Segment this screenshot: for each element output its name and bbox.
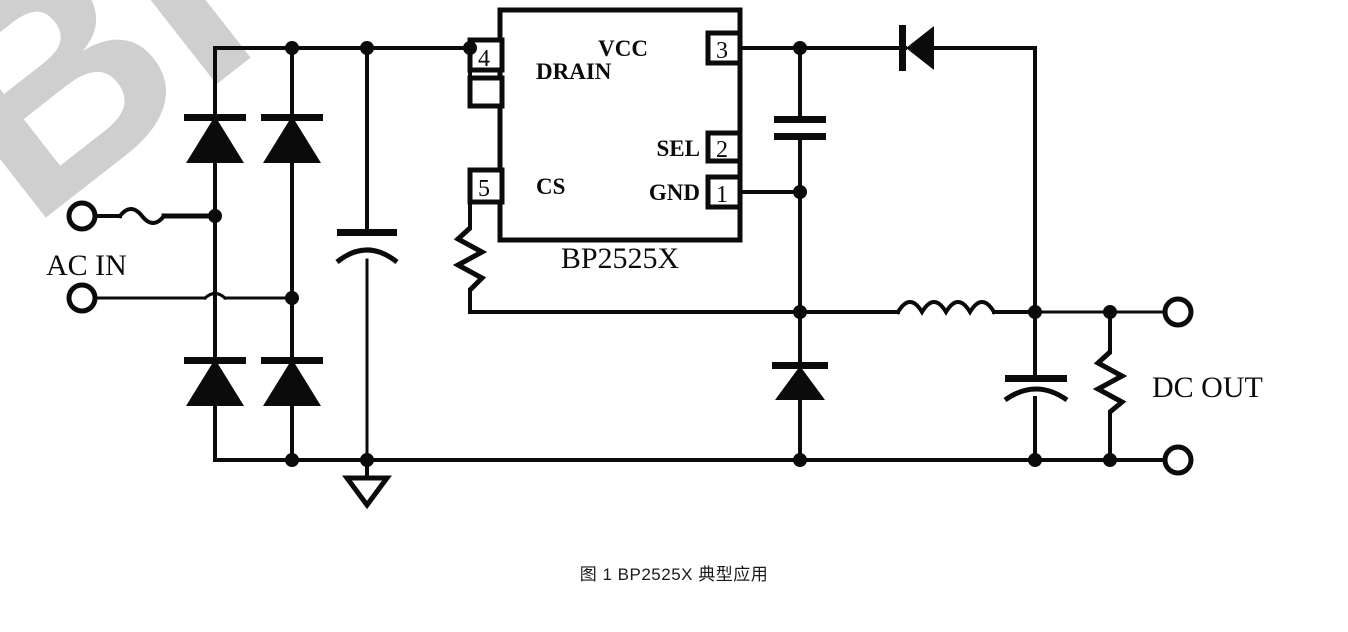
- pin-number-4: 4: [478, 46, 490, 72]
- ic-body: [497, 7, 743, 243]
- terminal-ac-l: [66, 200, 98, 232]
- junction-top-cin: [360, 41, 374, 55]
- diode-d2: [261, 114, 323, 163]
- junction-switch-node: [793, 305, 807, 319]
- pin-2-tab: [705, 130, 743, 164]
- junction-load-top: [1103, 305, 1117, 319]
- pin-number-3: 3: [716, 38, 728, 64]
- diode-d4: [261, 357, 323, 406]
- pin-1-tab: [705, 174, 743, 210]
- junction-vcc: [793, 41, 807, 55]
- inductor-coils: [895, 300, 997, 316]
- junction-out-node: [1028, 305, 1042, 319]
- pin-number-2: 2: [716, 137, 728, 163]
- diode-freewheel: [772, 362, 828, 400]
- junction-top-drain: [463, 41, 477, 55]
- ic-part-number: BP2525X: [561, 242, 680, 275]
- resistor-rload: [1092, 350, 1128, 414]
- junction-out-return: [1028, 453, 1042, 467]
- ac-input-terminals: [66, 200, 98, 314]
- terminal-dc-minus: [1162, 444, 1194, 476]
- junction-gnd-pin: [793, 185, 807, 199]
- pin-label-vcc: VCC: [598, 36, 648, 61]
- bridge-rectifier: [184, 114, 323, 406]
- pin-label-drain: DRAIN: [536, 59, 612, 84]
- junction-load-bottom: [1103, 453, 1117, 467]
- figure-caption: 图 1 BP2525X 典型应用: [579, 565, 769, 584]
- diode-output-rectifier: [899, 25, 934, 71]
- junction-bot-gnd: [360, 453, 374, 467]
- ic-pins: [467, 30, 743, 210]
- diode-d1: [184, 114, 246, 163]
- terminal-dc-plus: [1162, 296, 1194, 328]
- pin-number-1: 1: [716, 182, 728, 208]
- pin-label-gnd: GND: [649, 180, 700, 205]
- ground-symbol: [342, 475, 392, 510]
- junction-dots: [208, 41, 1117, 467]
- capacitor-cvcc: [774, 116, 826, 140]
- pin-3-tab: [705, 30, 743, 66]
- pin-number-5: 5: [478, 176, 490, 202]
- pin-5-tab: [467, 167, 505, 205]
- wire-crossover-hop: [202, 292, 228, 301]
- resistor-rcs: [452, 226, 488, 292]
- junction-top-mid: [285, 41, 299, 55]
- junction-ac-l: [208, 209, 222, 223]
- choke-hump: [117, 207, 167, 225]
- junction-bot-right: [793, 453, 807, 467]
- capacitor-cin: [335, 229, 399, 264]
- pin-label-cs: CS: [536, 174, 565, 199]
- terminal-ac-n: [66, 282, 98, 314]
- pin-label-sel: SEL: [657, 136, 700, 161]
- capacitor-cout: [1003, 375, 1069, 403]
- junction-ac-n: [285, 291, 299, 305]
- dc-output-label: DC OUT: [1152, 371, 1263, 404]
- diode-d3: [184, 357, 246, 406]
- dc-output-terminals: [1162, 296, 1194, 476]
- junction-bot-mid: [285, 453, 299, 467]
- ac-input-label: AC IN: [46, 249, 127, 282]
